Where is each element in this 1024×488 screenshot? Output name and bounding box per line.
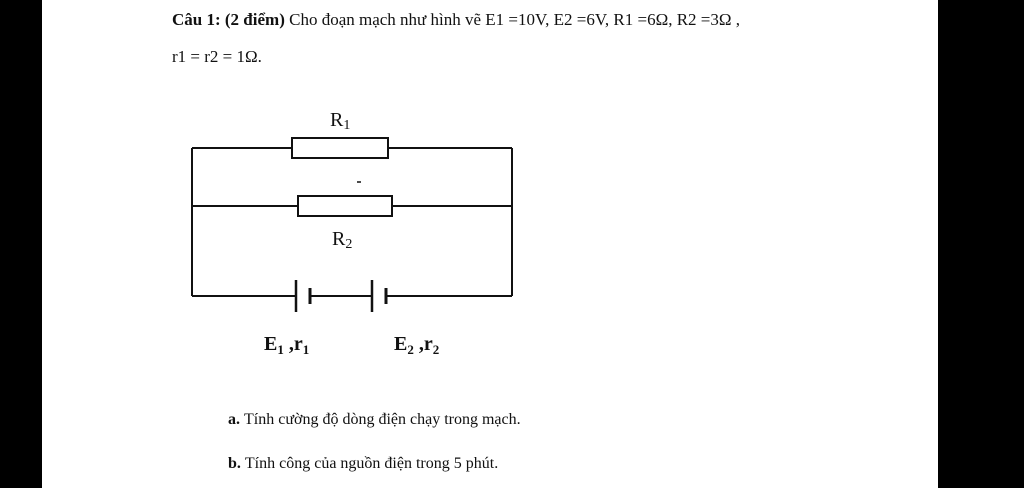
question-text-2: r1 = r2 = 1Ω. <box>172 47 262 66</box>
battery-e2-symbol <box>370 280 388 312</box>
question-part-b: b.Tính công của nguồn điện trong 5 phút. <box>228 455 498 473</box>
battery-e1-symbol <box>294 280 312 312</box>
part-b-text: Tính công của nguồn điện trong 5 phút. <box>244 455 499 472</box>
r1-label: R1 <box>330 109 350 133</box>
circuit-diagram: R1 R2 E1 ,r1 E2 ,r2 <box>191 109 513 357</box>
part-b-label: b. <box>228 455 241 472</box>
question-line-2: r1 = r2 = 1Ω. <box>172 47 262 67</box>
resistor-r2 <box>297 195 393 217</box>
question-text: Cho đoạn mạch như hình vẽ E1 =10V, E2 =6… <box>289 10 741 29</box>
question-part-a: a.Tính cường độ dòng điện chạy trong mạc… <box>228 411 521 429</box>
resistor-r1 <box>291 137 389 159</box>
part-a-text: Tính cường độ dòng điện chạy trong mạch. <box>244 411 521 428</box>
source-e2-label: E2 ,r2 <box>394 333 439 357</box>
question-line-1: Câu 1: (2 điểm) Cho đoạn mạch như hình v… <box>172 10 740 30</box>
document-page: Câu 1: (2 điểm) Cho đoạn mạch như hình v… <box>42 0 938 488</box>
source-e1-label: E1 ,r1 <box>264 333 309 357</box>
part-a-label: a. <box>228 411 240 428</box>
r2-label: R2 <box>332 228 352 252</box>
question-title: Câu 1: (2 điểm) <box>172 10 285 29</box>
